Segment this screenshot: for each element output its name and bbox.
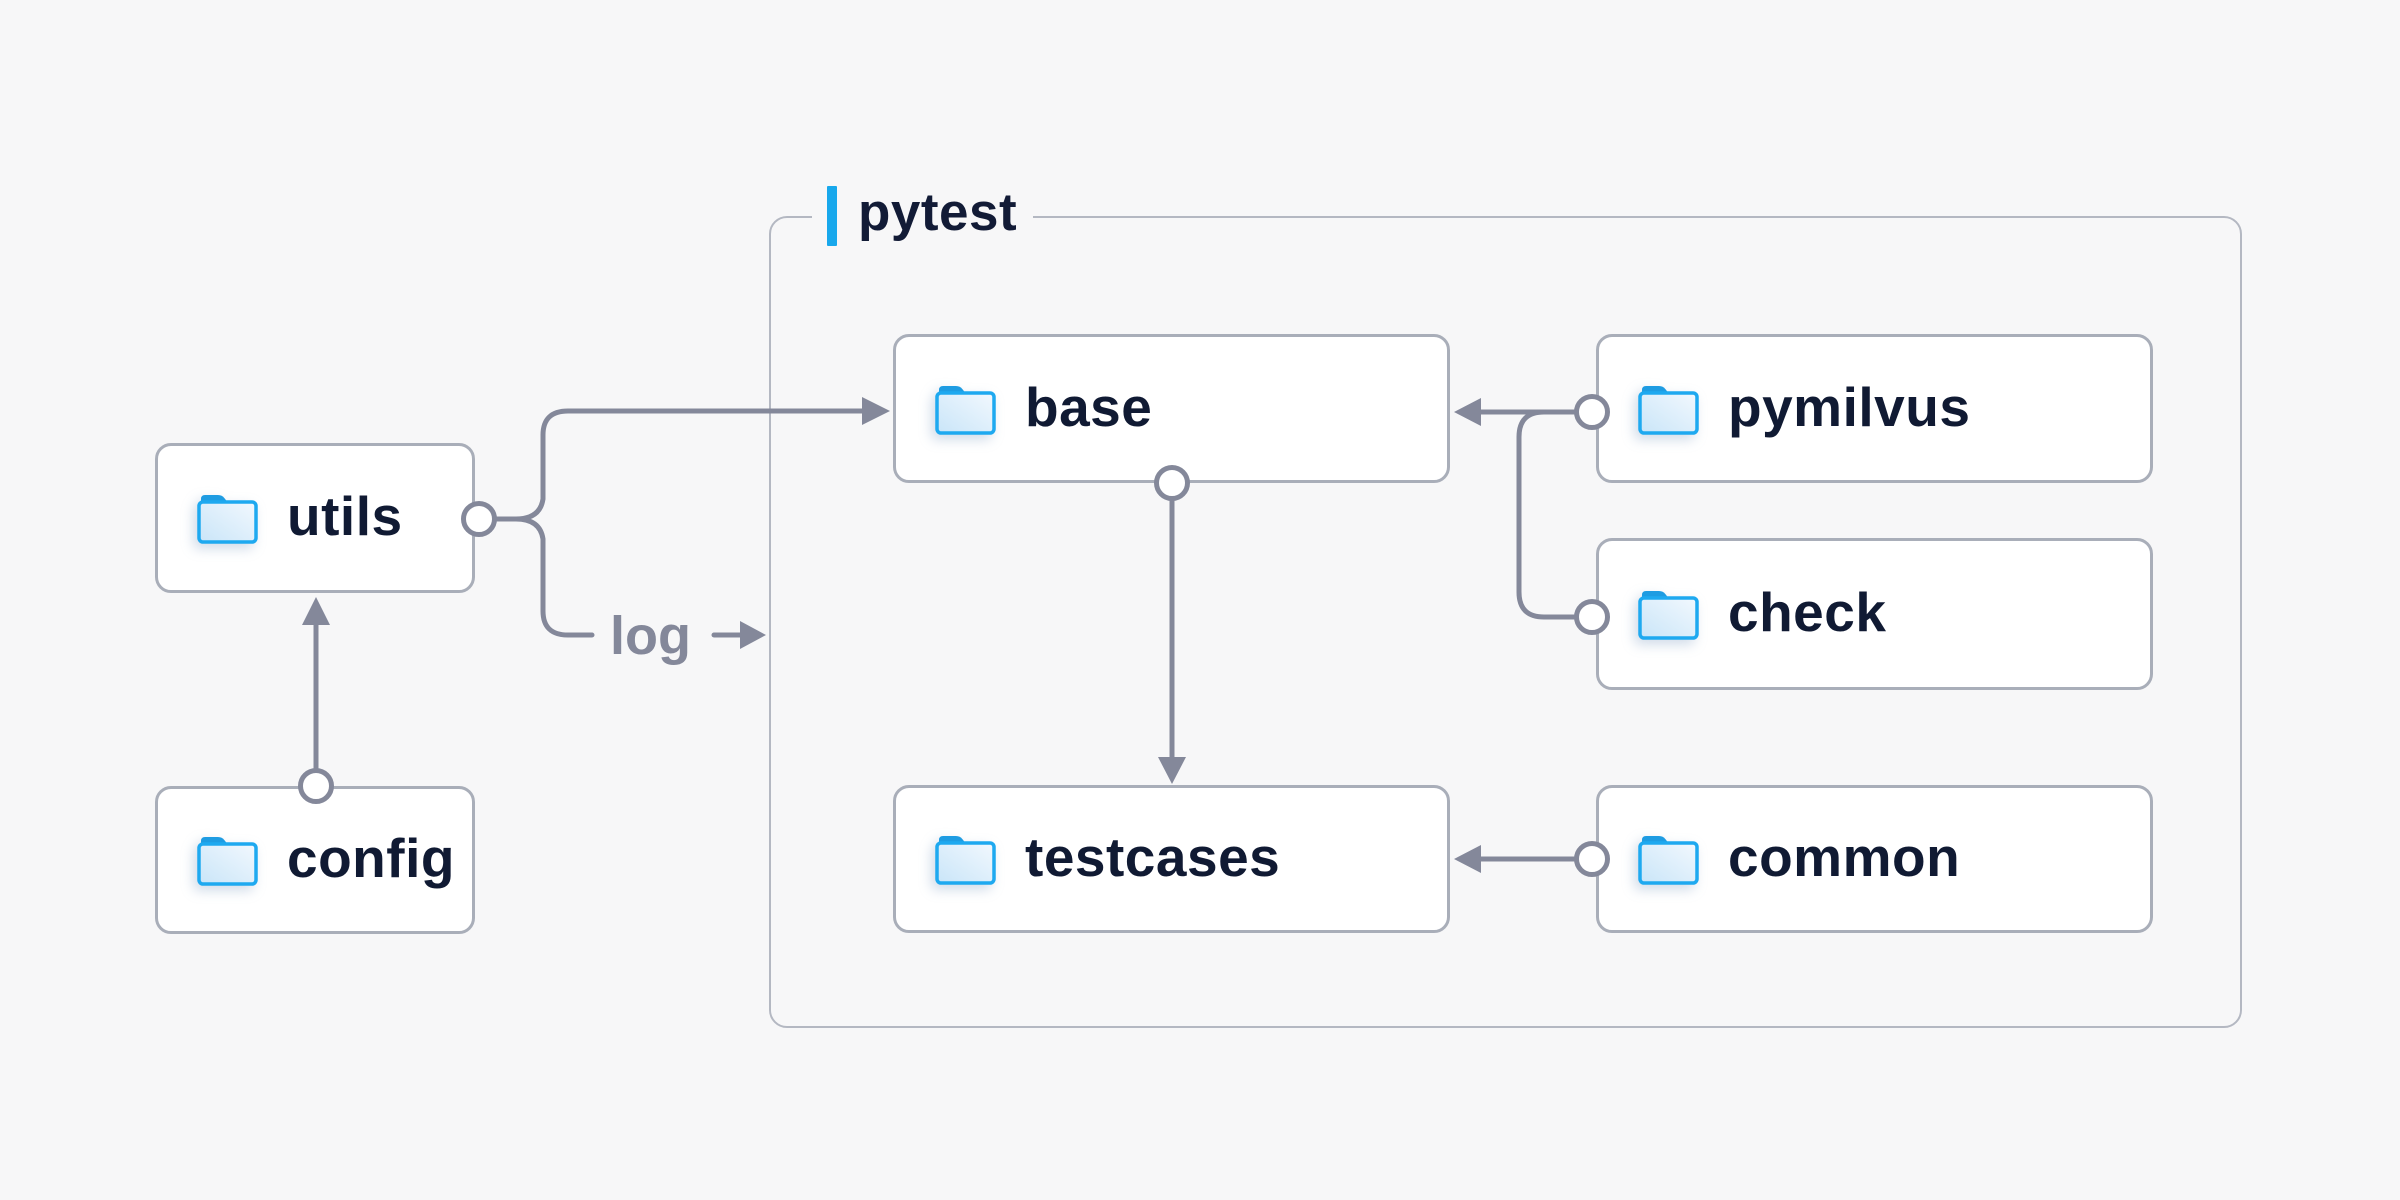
node-label: utils [287, 485, 403, 547]
node-base: base [893, 334, 1450, 483]
edge-utils-to-log: log [493, 516, 766, 666]
node-config: config [155, 786, 475, 934]
folder-icon [1638, 385, 1699, 435]
edge-config-to-utils [298, 597, 334, 804]
folder-icon [935, 385, 996, 435]
folder-icon [1638, 591, 1699, 640]
node-utils: utils [155, 443, 475, 593]
log-label: log [610, 606, 691, 666]
node-check: check [1596, 538, 2153, 690]
accent-bar [827, 185, 837, 246]
node-common: common [1596, 785, 2153, 933]
node-testcases: testcases [893, 785, 1450, 933]
pytest-group-box [769, 216, 2242, 1028]
folder-icon [197, 837, 258, 886]
node-pymilvus: pymilvus [1596, 334, 2153, 483]
arrowhead [740, 621, 766, 649]
arrowhead [302, 597, 330, 625]
folder-icon [197, 495, 258, 544]
node-label: pymilvus [1728, 375, 1971, 438]
pytest-group-label: pytest [812, 182, 1034, 246]
node-label: check [1728, 581, 1887, 643]
folder-icon [935, 836, 996, 885]
node-label: base [1025, 375, 1153, 438]
node-label: common [1728, 826, 1961, 888]
group-title: pytest [858, 182, 1018, 242]
node-label: testcases [1025, 826, 1281, 888]
node-label: config [287, 827, 455, 889]
folder-icon [1638, 836, 1699, 885]
